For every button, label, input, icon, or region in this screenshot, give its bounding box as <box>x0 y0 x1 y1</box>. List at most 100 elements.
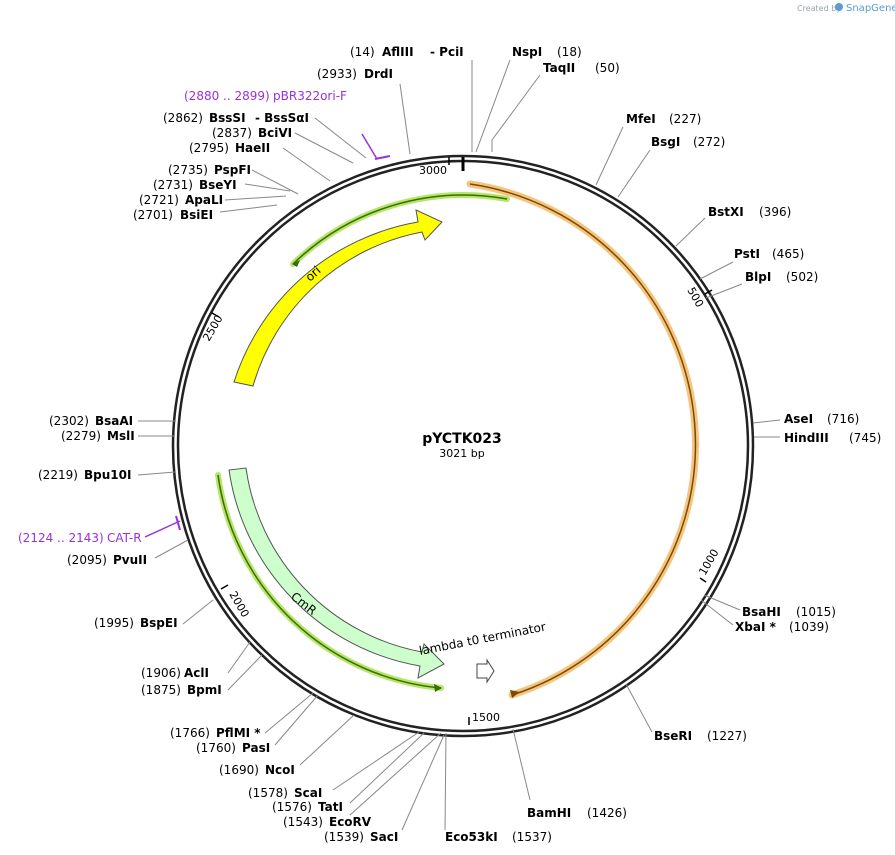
enzyme-pcii: - PciI <box>430 45 464 59</box>
enzyme-haeii: (2795) HaeII <box>189 141 270 155</box>
enzyme-name-hindiii: HindIII <box>784 431 829 445</box>
enzyme-bamhi: BamHI (1426) <box>527 806 627 820</box>
terminator-feature: lambda t0 terminator <box>418 620 547 684</box>
ori-highlight <box>290 192 510 267</box>
enzyme-name-pflmi: PflMI * <box>216 726 261 740</box>
enzyme-pos-blpi: (502) <box>786 270 818 284</box>
leader-lines <box>137 59 781 831</box>
enzyme-xbai: XbaI * (1039) <box>735 620 829 634</box>
enzyme-pos-pvuii: (2095) <box>67 553 107 567</box>
enzyme-name-bamhi: BamHI <box>527 806 571 820</box>
enzyme-name-bspei: BspEI <box>140 616 178 630</box>
enzyme-name-ncoi: NcoI <box>265 763 295 777</box>
enzyme-name-pasi: PasI <box>242 741 270 755</box>
enzyme-pspfi: (2735) PspFI <box>168 163 251 177</box>
enzyme-name-bpmi: BpmI <box>187 683 222 697</box>
ruler-label-2000: 2000 <box>226 589 251 620</box>
enzyme-name-saci: SacI <box>370 830 398 844</box>
enzyme-pos-psti: (465) <box>772 247 804 261</box>
enzyme-pasi: (1760) PasI <box>196 741 270 755</box>
enzyme-name-pcii: - PciI <box>430 45 464 59</box>
enzyme-mfei: MfeI (227) <box>626 112 701 126</box>
primer-mark-cat-r <box>175 515 181 531</box>
enzyme-name-afliii: AflIII <box>382 45 414 59</box>
enzyme-pos-eco53ki: (1537) <box>512 830 552 844</box>
enzyme-saci: (1539) SacI <box>324 830 398 844</box>
primer-name-cat-r: CAT-R <box>107 531 142 545</box>
enzyme-name-bsssai: - BssSαI <box>255 111 309 125</box>
enzyme-taqii: TaqII (50) <box>543 61 620 75</box>
enzyme-pos-bpu10i: (2219) <box>38 468 78 482</box>
primer-mark-pbr322ori-f <box>374 155 391 160</box>
enzyme-pos-bamhi: (1426) <box>587 806 627 820</box>
enzyme-tati: (1576) TatI <box>272 800 343 814</box>
primer-range-pbr322ori-f: (2880 .. 2899) <box>184 89 270 103</box>
orange-segment <box>466 180 699 699</box>
primer-line-pbr322ori-f <box>361 133 378 160</box>
enzyme-pos-taqii: (50) <box>595 61 620 75</box>
enzyme-name-bsahi: BsaHI <box>742 605 781 619</box>
enzyme-name-taqii: TaqII <box>543 61 575 75</box>
enzyme-name-ecorv: EcoRV <box>329 815 372 829</box>
enzyme-bsiei: (2701) BsiEI <box>133 208 213 222</box>
enzyme-name-bsgi: BsgI <box>651 135 680 149</box>
primer-line-cat-r <box>144 520 181 538</box>
ruler-label-3000: 3000 <box>419 164 447 177</box>
enzyme-bseri: BseRI (1227) <box>654 729 747 743</box>
ori-feature: ori <box>233 209 443 387</box>
ruler-label-500: 500 <box>684 285 706 310</box>
enzyme-pos-pflmi: (1766) <box>170 726 210 740</box>
enzyme-name-bsiei: BsiEI <box>180 208 213 222</box>
primer-range-cat-r: (2124 .. 2143) <box>18 531 104 545</box>
app-name: SnapGene <box>846 3 895 14</box>
enzyme-name-psti: PstI <box>734 247 760 261</box>
enzyme-pos-apali: (2721) <box>139 193 179 207</box>
enzyme-name-acli: AclI <box>184 666 209 680</box>
enzyme-name-bsaai: BsaAI <box>95 414 133 428</box>
enzyme-pos-asei: (716) <box>827 412 859 426</box>
plasmid-name: pYCTK023 <box>422 431 502 447</box>
enzyme-name-xbai: XbaI * <box>735 620 777 634</box>
enzyme-name-nspi: NspI <box>512 45 542 59</box>
enzyme-pos-drdi: (2933) <box>317 67 357 81</box>
enzyme-pos-bstxi: (396) <box>759 205 791 219</box>
enzyme-nspi: NspI (18) <box>512 45 582 59</box>
enzyme-pos-pasi: (1760) <box>196 741 236 755</box>
enzyme-pflmi: (1766) PflMI * <box>170 726 261 740</box>
primer-name-pbr322ori-f: pBR322ori-F <box>273 89 347 103</box>
enzyme-pos-msli: (2279) <box>61 429 101 443</box>
enzyme-drdi: (2933) DrdI <box>317 67 393 81</box>
enzyme-apali: (2721) ApaLI <box>139 193 223 207</box>
enzyme-hindiii: HindIII (745) <box>784 431 881 445</box>
enzyme-pos-bcivi: (2837) <box>212 126 252 140</box>
enzyme-pos-afliii: (14) <box>350 45 375 59</box>
enzyme-bpmi: (1875) BpmI <box>141 683 222 697</box>
enzyme-bcivi: (2837) BciVI <box>212 126 292 140</box>
enzyme-name-pspfi: PspFI <box>214 163 251 177</box>
enzyme-pos-hindiii: (745) <box>849 431 881 445</box>
enzyme-name-bstxi: BstXI <box>708 205 744 219</box>
enzyme-eco53ki: Eco53kI (1537) <box>445 830 552 844</box>
enzyme-bsaai: (2302) BsaAI <box>49 414 133 428</box>
enzyme-pos-bsaai: (2302) <box>49 414 89 428</box>
enzyme-pos-bseyi: (2731) <box>153 178 193 192</box>
enzyme-asei: AseI (716) <box>784 412 859 426</box>
ruler-label-1500: 1500 <box>472 711 500 724</box>
primer-cat-r: (2124 .. 2143) CAT-R <box>18 531 142 545</box>
enzyme-name-scai: ScaI <box>294 786 322 800</box>
enzyme-name-pvuii: PvuII <box>113 553 147 567</box>
enzyme-name-blpi: BlpI <box>745 270 771 284</box>
enzyme-acli: (1906) AclI <box>141 666 209 680</box>
enzyme-bseyi: (2731) BseYI <box>153 178 237 192</box>
enzyme-name-apali: ApaLI <box>185 193 223 207</box>
enzyme-blpi: BlpI (502) <box>745 270 818 284</box>
enzyme-name-haeii: HaeII <box>235 141 270 155</box>
enzyme-pos-mfei: (227) <box>669 112 701 126</box>
enzyme-name-asei: AseI <box>784 412 813 426</box>
enzyme-pos-scai: (1578) <box>248 786 288 800</box>
enzyme-pos-saci: (1539) <box>324 830 364 844</box>
enzyme-pvuii: (2095) PvuII <box>67 553 147 567</box>
enzyme-ecorv: (1543) EcoRV <box>283 815 372 829</box>
enzyme-name-bpu10i: Bpu10I <box>84 468 131 482</box>
enzyme-name-msli: MslI <box>107 429 135 443</box>
